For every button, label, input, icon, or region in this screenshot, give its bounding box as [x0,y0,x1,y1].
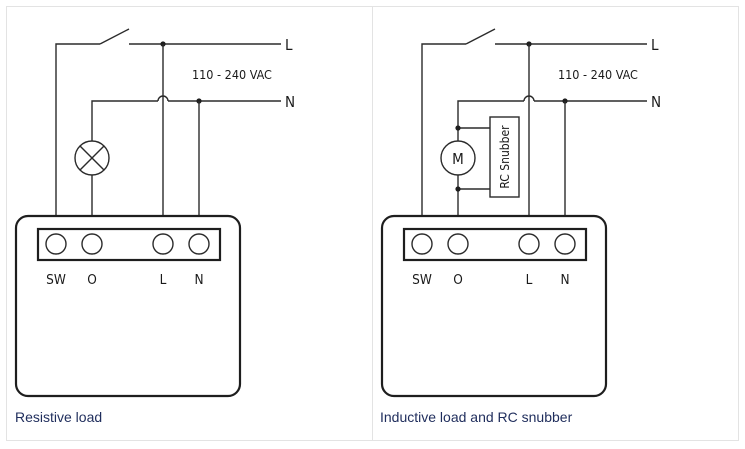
junction-dot [455,125,461,131]
panel-divider [372,7,373,440]
line-l-label: L [651,36,659,54]
figure-frame [6,6,739,441]
voltage-label: 110 - 240 VAC [558,67,638,82]
crossover-hop [523,95,535,102]
terminal-screw-l [518,233,540,255]
resistive-load-caption: Resistive load [15,409,103,425]
terminal-label-o: O [87,272,97,288]
lamp-icon [74,140,110,176]
output-wire [457,100,524,128]
resistive-load-panel: L N 110 - 240 VAC SW O L N Resistive loa… [7,7,371,440]
rc-snubber-label: RC Snubber [498,125,512,189]
inductive-wiring-diagram: M RC Snubber L N 110 - 240 VAC SW O L N [380,28,661,398]
motor-icon [440,140,476,176]
terminal-label-sw: SW [46,272,66,288]
terminal-block [36,227,222,262]
junction-dot [455,186,461,192]
crossover-hop [157,95,169,102]
line-l-label: L [285,36,293,54]
terminal-screw-n [188,233,210,255]
terminal-screw-o [81,233,103,255]
terminal-block [402,227,588,262]
inductive-load-caption: Inductive load and RC snubber [380,409,573,425]
output-wire [91,100,158,216]
rc-snubber-box [489,116,520,198]
sw-wire [421,43,466,216]
sw-wire [55,43,100,216]
relay-module-body [14,214,242,398]
motor-label: M [452,150,464,168]
inductive-load-panel: M RC Snubber L N 110 - 240 VAC SW O L N … [373,7,737,440]
terminal-label-n: N [194,272,203,288]
line-n-label: N [651,93,661,111]
terminal-screw-n [554,233,576,255]
switch-blade [99,28,130,45]
terminal-label-l: L [160,272,167,288]
resistive-wiring-diagram: L N 110 - 240 VAC SW O L N [14,28,295,398]
terminal-label-l: L [526,272,533,288]
relay-module-body [380,214,608,398]
line-n-label: N [285,93,295,111]
terminal-label-sw: SW [412,272,432,288]
terminal-label-o: O [453,272,463,288]
voltage-label: 110 - 240 VAC [192,67,272,82]
terminal-screw-sw [45,233,67,255]
terminal-screw-l [152,233,174,255]
switch-blade [465,28,496,45]
terminal-label-n: N [560,272,569,288]
terminal-screw-sw [411,233,433,255]
terminal-screw-o [447,233,469,255]
